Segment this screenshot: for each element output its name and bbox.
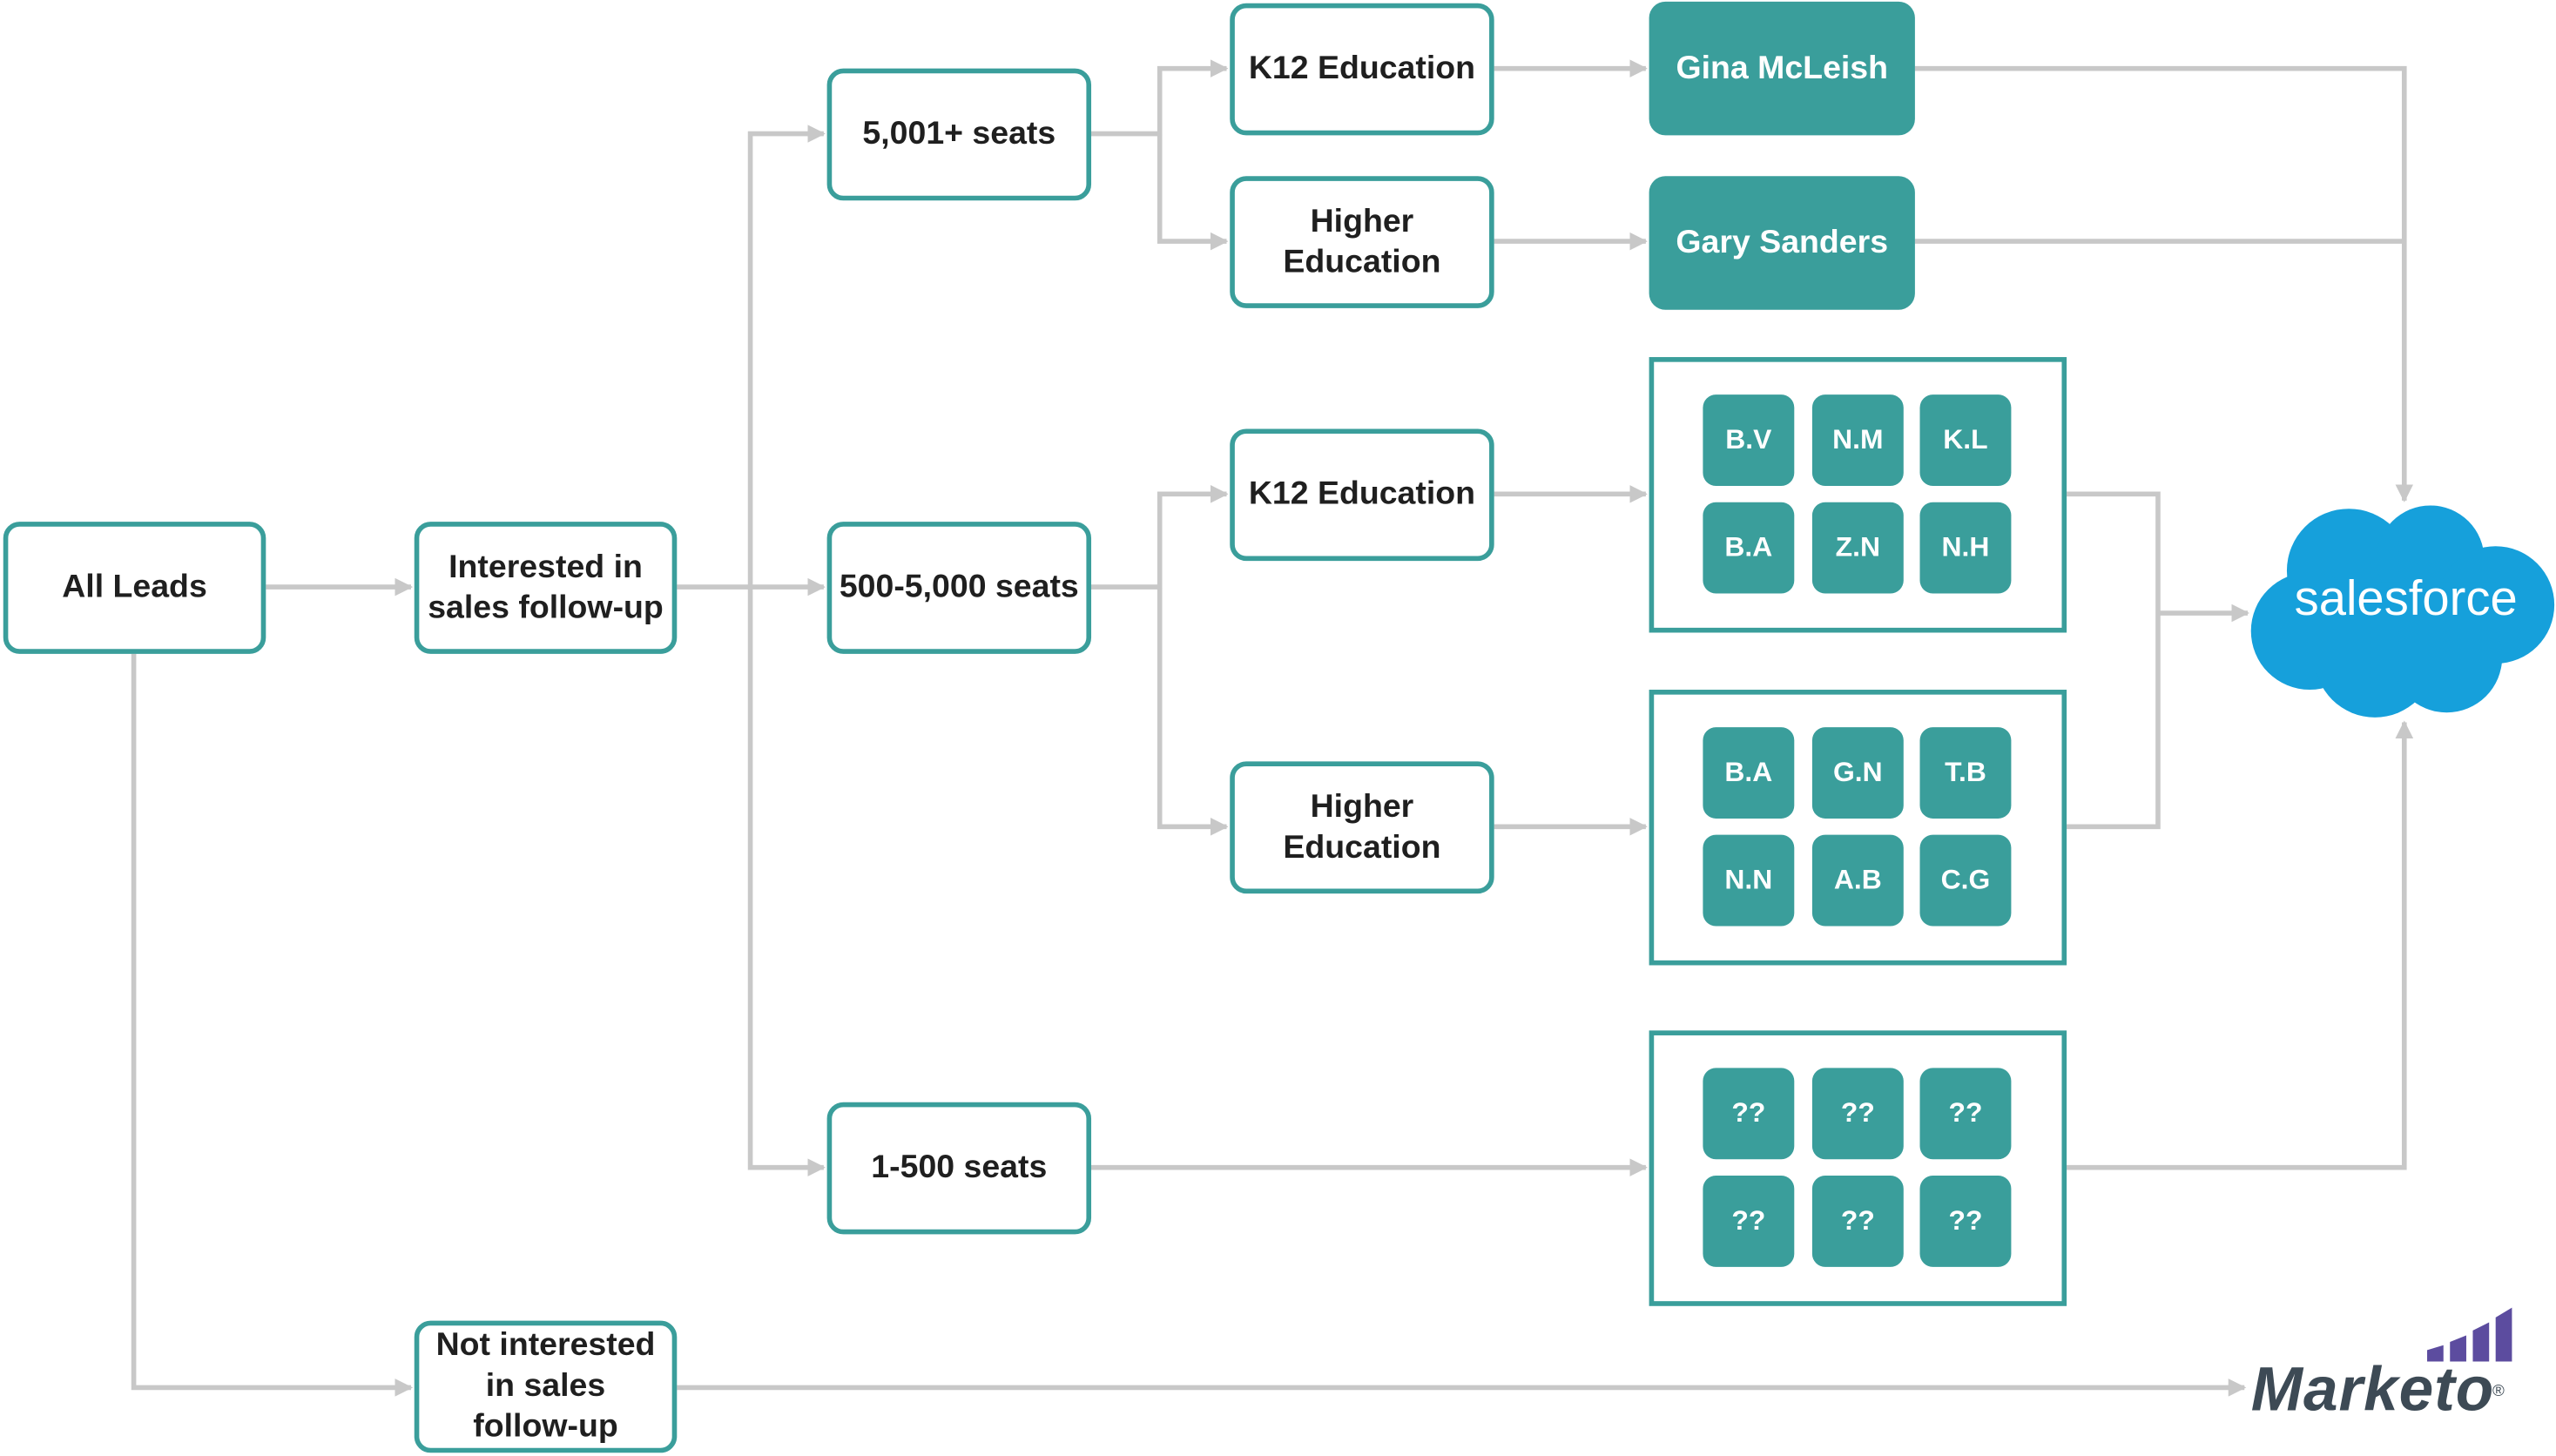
rep-chip: ?? <box>1703 1176 1795 1267</box>
rep-gina-mcleish: Gina McLeish <box>1649 1 1915 136</box>
higher-education-rep-team: B.A G.N T.B N.N A.B C.G <box>1649 690 2067 966</box>
marketo-registered-mark: ® <box>2492 1382 2505 1401</box>
rep-chip: ?? <box>1811 1068 1904 1160</box>
seats-1-500-node: 1-500 seats <box>826 1102 1092 1235</box>
k12-rep-team: B.V N.M K.L B.A Z.N N.H <box>1649 357 2067 633</box>
rep-chip: T.B <box>1919 727 2012 819</box>
rep-chip: ?? <box>1919 1176 2012 1267</box>
rep-gary-sanders: Gary Sanders <box>1649 176 1915 310</box>
salesforce-label: salesforce <box>2294 572 2518 627</box>
k12-education-node-mid: K12 Education <box>1230 428 1494 562</box>
marketo-bars-logo <box>2427 1307 2512 1362</box>
rep-chip: B.A <box>1703 502 1795 594</box>
rep-chip: ?? <box>1703 1068 1795 1160</box>
rep-chip: A.B <box>1811 834 1904 927</box>
rep-chip: ?? <box>1919 1068 2012 1160</box>
not-interested-node: Not interested in sales follow-up <box>414 1320 678 1453</box>
k12-education-node-top: K12 Education <box>1230 3 1494 136</box>
rep-chip: Z.N <box>1811 502 1904 594</box>
higher-education-node-top: Higher Education <box>1230 176 1494 308</box>
rep-chip: B.V <box>1703 394 1795 486</box>
rep-chip: N.N <box>1703 834 1795 927</box>
higher-education-node-mid: Higher Education <box>1230 761 1494 894</box>
rep-chip: N.M <box>1811 394 1904 486</box>
rep-chip: C.G <box>1919 834 2012 927</box>
rep-chip: K.L <box>1919 394 2012 486</box>
rep-chip: B.A <box>1703 727 1795 819</box>
rep-chip: G.N <box>1811 727 1904 819</box>
salesforce-cloud-logo <box>2250 505 2555 718</box>
marketo-label: Marketo <box>2250 1356 2495 1426</box>
seats-5001-plus-node: 5,001+ seats <box>826 68 1092 201</box>
rep-chip: ?? <box>1811 1176 1904 1267</box>
rep-chip: N.H <box>1919 502 2012 594</box>
all-leads-node: All Leads <box>3 522 266 654</box>
seats-500-5000-node: 500-5,000 seats <box>826 522 1092 654</box>
small-account-rep-team: ?? ?? ?? ?? ?? ?? <box>1649 1030 2067 1306</box>
interested-node: Interested in sales follow-up <box>414 522 678 654</box>
